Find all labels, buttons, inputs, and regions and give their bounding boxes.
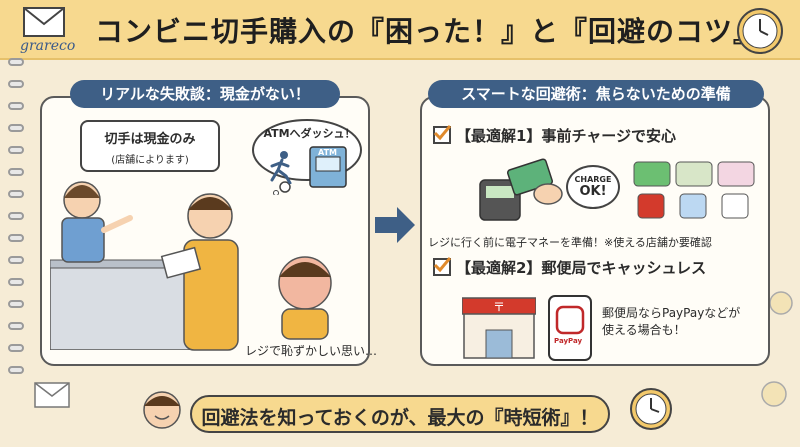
header-banner [0,0,800,60]
atm-label: ATM [318,148,337,157]
smiling-person-icon [143,391,181,429]
clock-icon [737,8,783,54]
envelope-icon [34,382,70,408]
clerk-speech-bubble: 切手は現金のみ (店舗によります) [80,120,220,172]
solution1-title: 【最適解1】事前チャージで安心 [456,127,676,145]
charge-badge-top: CHARGE [574,175,612,184]
charge-ok-badge: CHARGE OK! [566,165,620,209]
brand-logo: grareco [20,38,76,54]
coin-icon [769,291,793,315]
solution2-note-line1: 郵便局ならPayPayなどが [602,306,741,320]
emoney-logos-icon [633,161,755,219]
solution2-note: 郵便局ならPayPayなどが 使える場合も！ [602,305,740,339]
thought-text: ATMへダッシュ！ [263,127,356,140]
clerk-bubble-main: 切手は現金のみ [104,132,196,147]
running-person-icon [270,151,292,184]
clerk-bubble-sub: (店舗によります) [111,155,189,166]
solution2-note-line2: 使える場合も！ [602,323,686,337]
failure-story-heading: リアルな失敗談：現金がない！ [70,80,340,108]
envelope-icon [23,7,65,37]
checkbox-icon [433,257,451,276]
post-office-icon: 〒 [462,297,536,359]
footer-message: 回避法を知っておくのが、最大の『時短術』！ [201,407,599,429]
solution1-note: レジに行く前に電子マネーを準備！※使える店舗か要確認 [428,236,712,249]
paypay-label: PayPay [554,337,583,345]
payment-terminal-illustration [479,158,563,221]
coin-icon [761,381,787,407]
notebook-spiral [8,58,24,388]
footer-banner [190,395,610,433]
sweating-person-illustration [278,256,332,340]
solution2-title: 【最適解2】郵便局でキャッシュレス [456,259,707,277]
atm-icon [309,146,347,188]
customer-illustration [160,193,239,351]
checkbox-icon [433,125,451,144]
embarrassed-caption: レジで恥ずかしい思い… [245,344,378,358]
clock-icon [630,388,672,430]
svg-text:〒: 〒 [493,300,505,314]
charge-badge-main: OK! [579,184,607,199]
page-title: コンビニ切手購入の『困った！』と『回避のコツ』 [95,15,763,48]
smartphone-paypay-icon: PayPay [548,295,592,361]
arrow-right-icon [375,207,415,243]
store-clerk-illustration [50,181,190,350]
avoidance-tips-heading: スマートな回避術：焦らないための準備 [428,80,764,108]
